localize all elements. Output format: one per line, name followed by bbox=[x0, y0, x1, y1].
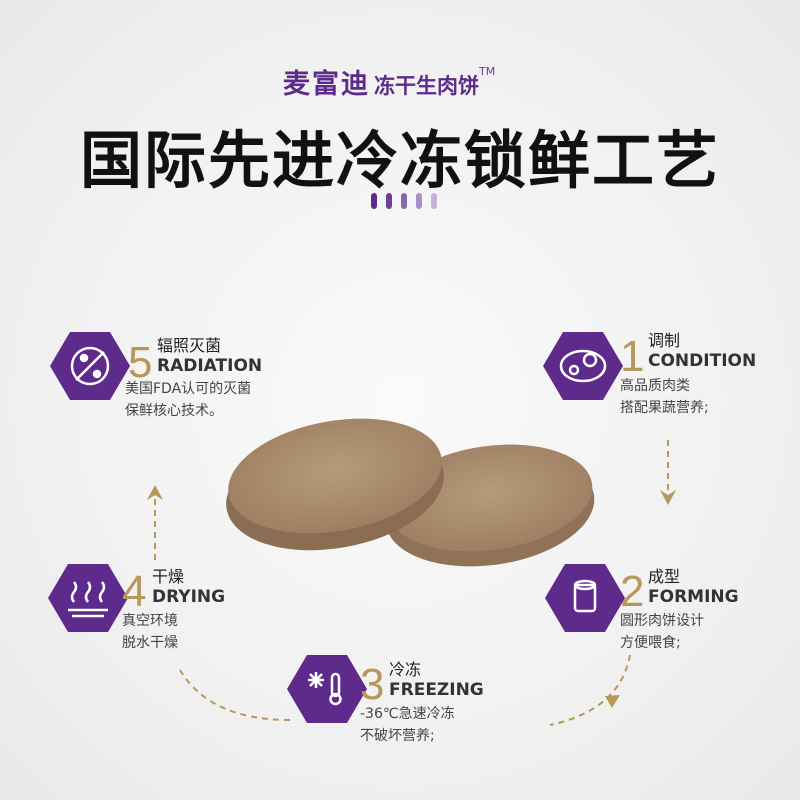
arrow-2-to-3 bbox=[549, 654, 631, 726]
step-2-en: FORMING bbox=[648, 587, 739, 607]
desc-line: 搭配果蔬营养; bbox=[620, 400, 709, 416]
step-1-cn: 调制 bbox=[648, 331, 681, 350]
dot bbox=[416, 193, 422, 209]
dot bbox=[431, 193, 437, 209]
snowflake-thermometer-icon bbox=[308, 672, 342, 706]
trademark: TM bbox=[479, 65, 496, 78]
step-1-desc: 高品质肉类搭配果蔬营养; bbox=[620, 375, 709, 419]
step-5-cn: 辐照灭菌 bbox=[157, 336, 222, 355]
step-4-number: 4 bbox=[122, 567, 147, 616]
step-1-number: 1 bbox=[620, 332, 645, 381]
step-5-en: RADIATION bbox=[157, 356, 263, 376]
desc-line: 不破坏营养; bbox=[360, 728, 435, 744]
brand-logo: 麦富迪冻干生肉饼TM bbox=[283, 62, 495, 101]
brand-name: 麦富迪 bbox=[283, 69, 370, 100]
desc-line: -36℃急速冷冻 bbox=[360, 706, 455, 722]
desc-line: 脱水干燥 bbox=[122, 635, 178, 651]
step-2-desc: 圆形肉饼设计方便喂食; bbox=[620, 610, 704, 654]
product-image bbox=[226, 418, 595, 567]
desc-line: 真空环境 bbox=[122, 613, 178, 629]
heat-waves-icon bbox=[68, 581, 108, 618]
decorative-dots bbox=[371, 193, 437, 209]
cylinder-icon bbox=[573, 579, 597, 613]
step-3-desc: -36℃急速冷冻不破坏营养; bbox=[360, 703, 455, 747]
step-2-number: 2 bbox=[620, 567, 645, 616]
desc-line: 美国FDA认可的灭菌 bbox=[125, 381, 252, 397]
step-3-en: FREEZING bbox=[389, 680, 484, 700]
arrow-3-to-4 bbox=[179, 669, 291, 721]
step-4-cn: 干燥 bbox=[152, 567, 185, 586]
step-3-number: 3 bbox=[360, 660, 385, 709]
dot bbox=[386, 193, 392, 209]
step-2-cn: 成型 bbox=[648, 567, 681, 586]
step-4-desc: 真空环境脱水干燥 bbox=[122, 610, 178, 654]
desc-line: 保鲜核心技术。 bbox=[125, 403, 223, 419]
sterilization-icon bbox=[70, 346, 110, 386]
step-5-number: 5 bbox=[128, 338, 153, 387]
step-3-cn: 冷冻 bbox=[389, 660, 422, 679]
meat-icon bbox=[559, 349, 607, 383]
brand-product: 冻干生肉饼 bbox=[374, 74, 479, 98]
desc-line: 圆形肉饼设计 bbox=[620, 613, 704, 629]
dot bbox=[401, 193, 407, 209]
desc-line: 方便喂食; bbox=[620, 635, 681, 651]
step-4-en: DRYING bbox=[152, 587, 226, 607]
step-1-en: CONDITION bbox=[648, 351, 757, 371]
page-title: 国际先进冷冻锁鲜工艺 bbox=[79, 124, 720, 197]
dot bbox=[371, 193, 377, 209]
desc-line: 高品质肉类 bbox=[620, 378, 690, 394]
step-5-desc: 美国FDA认可的灭菌保鲜核心技术。 bbox=[125, 378, 251, 422]
